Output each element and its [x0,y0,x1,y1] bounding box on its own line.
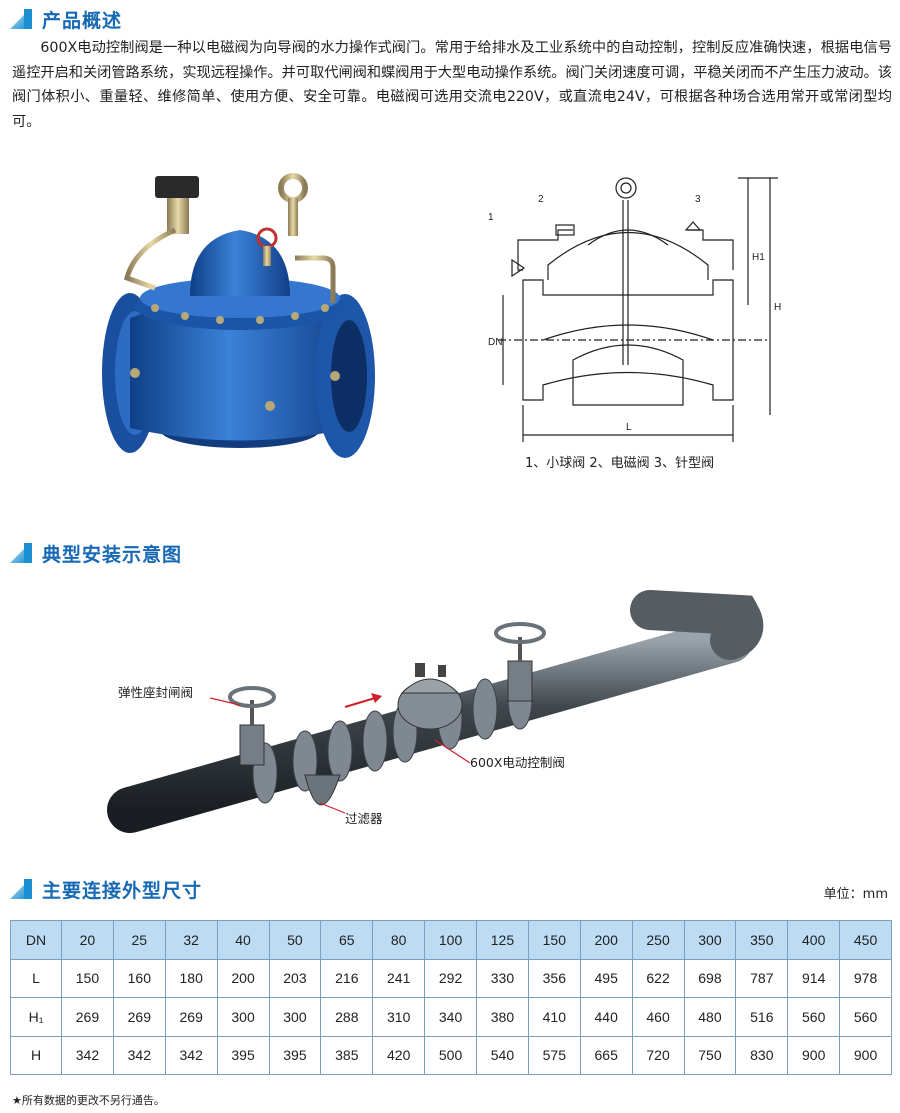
section-title: 产品概述 [42,9,123,32]
table-cell: 698 [683,958,737,998]
table-cell: 200 [216,958,270,998]
section-title: 主要连接外型尺寸 [42,879,203,902]
table-cell: 750 [683,1035,737,1075]
section-title: 典型安装示意图 [42,543,183,566]
table-cell: 269 [164,997,218,1037]
section-header-dimensions: 主要连接外型尺寸 [10,876,202,902]
table-cell: 292 [424,958,477,998]
callout-gate-valve: 弹性座封闸阀 [118,685,194,700]
table-cell: 25 [112,920,166,960]
table-cell: 20 [61,920,114,960]
table-cell: 560 [787,997,841,1037]
footnote: ★所有数据的更改不另行通告。 [12,1094,165,1107]
table-cell: 830 [735,1035,789,1075]
unit-label: 单位：mm [823,887,888,902]
table-cell: 500 [424,1035,477,1075]
section-marker-icon [10,543,34,563]
table-cell: 560 [839,997,892,1037]
section-header-installation: 典型安装示意图 [10,540,182,566]
table-cell: 340 [424,997,477,1037]
row-label: H [10,1035,62,1075]
table-cell: 914 [787,958,841,998]
table-cell: 385 [320,1035,374,1075]
overview-paragraph: 600X电动控制阀是一种以电磁阀为向导阀的水力操作式阀门。常用于给排水及工业系统… [12,40,892,130]
valve-cross-section-drawing: 1 2 3 DN H1 H L [488,177,781,442]
valve-product-photo [102,173,375,458]
table-cell: 203 [268,958,322,998]
table-cell: 288 [320,997,374,1037]
section-marker-icon [10,879,34,899]
drawing-label-l: L [626,422,632,433]
table-cell: 665 [579,1035,633,1075]
drawing-label-2: 2 [538,194,544,205]
table-cell: 269 [112,997,166,1037]
table-cell: 180 [164,958,218,998]
table-cell: 978 [839,958,892,998]
table-cell: 216 [320,958,374,998]
table-cell: 40 [216,920,270,960]
row-label: DN [10,920,62,960]
table-cell: 495 [579,958,633,998]
table-cell: 300 [268,997,322,1037]
table-cell: 440 [579,997,633,1037]
section-marker-icon [10,9,34,29]
drawing-label-1: 1 [488,212,494,223]
table-cell: 575 [527,1035,581,1075]
table-cell: 350 [735,920,789,960]
table-cell: 200 [579,920,633,960]
table-cell: 480 [683,997,737,1037]
table-cell: 516 [735,997,789,1037]
drawing-label-3: 3 [695,194,701,205]
table-cell: 450 [839,920,892,960]
section-header-overview: 产品概述 [10,6,122,32]
table-cell: 80 [372,920,426,960]
drawing-label-h1: H1 [752,252,765,263]
table-cell: 300 [683,920,737,960]
table-cell: 540 [476,1035,529,1075]
drawing-legend: 1、小球阀 2、电磁阀 3、针型阀 [525,456,715,471]
table-cell: 250 [631,920,685,960]
table-cell: 395 [216,1035,270,1075]
table-cell: 420 [372,1035,426,1075]
callout-control-valve: 600X电动控制阀 [470,755,565,770]
table-cell: 330 [476,958,529,998]
table-cell: 900 [839,1035,892,1075]
table-cell: 787 [735,958,789,998]
table-cell: 400 [787,920,841,960]
table-cell: 342 [61,1035,114,1075]
table-cell: 150 [527,920,581,960]
row-label: H₁ [10,997,62,1037]
table-cell: 100 [424,920,477,960]
table-cell: 160 [112,958,166,998]
table-cell: 720 [631,1035,685,1075]
row-label: L [10,958,62,998]
table-cell: 50 [268,920,322,960]
table-cell: 460 [631,997,685,1037]
table-cell: 150 [61,958,114,998]
drawing-label-h: H [774,302,781,313]
table-cell: 410 [527,997,581,1037]
table-cell: 32 [164,920,218,960]
table-cell: 380 [476,997,529,1037]
table-cell: 269 [61,997,114,1037]
table-cell: 241 [372,958,426,998]
table-cell: 342 [164,1035,218,1075]
drawing-label-dn: DN [488,337,502,348]
table-cell: 300 [216,997,270,1037]
table-cell: 342 [112,1035,166,1075]
installation-diagram [107,590,764,833]
table-cell: 622 [631,958,685,998]
table-cell: 310 [372,997,426,1037]
table-cell: 395 [268,1035,322,1075]
table-cell: 900 [787,1035,841,1075]
callout-filter: 过滤器 [345,811,383,826]
table-cell: 356 [527,958,581,998]
table-cell: 125 [476,920,529,960]
table-cell: 65 [320,920,374,960]
